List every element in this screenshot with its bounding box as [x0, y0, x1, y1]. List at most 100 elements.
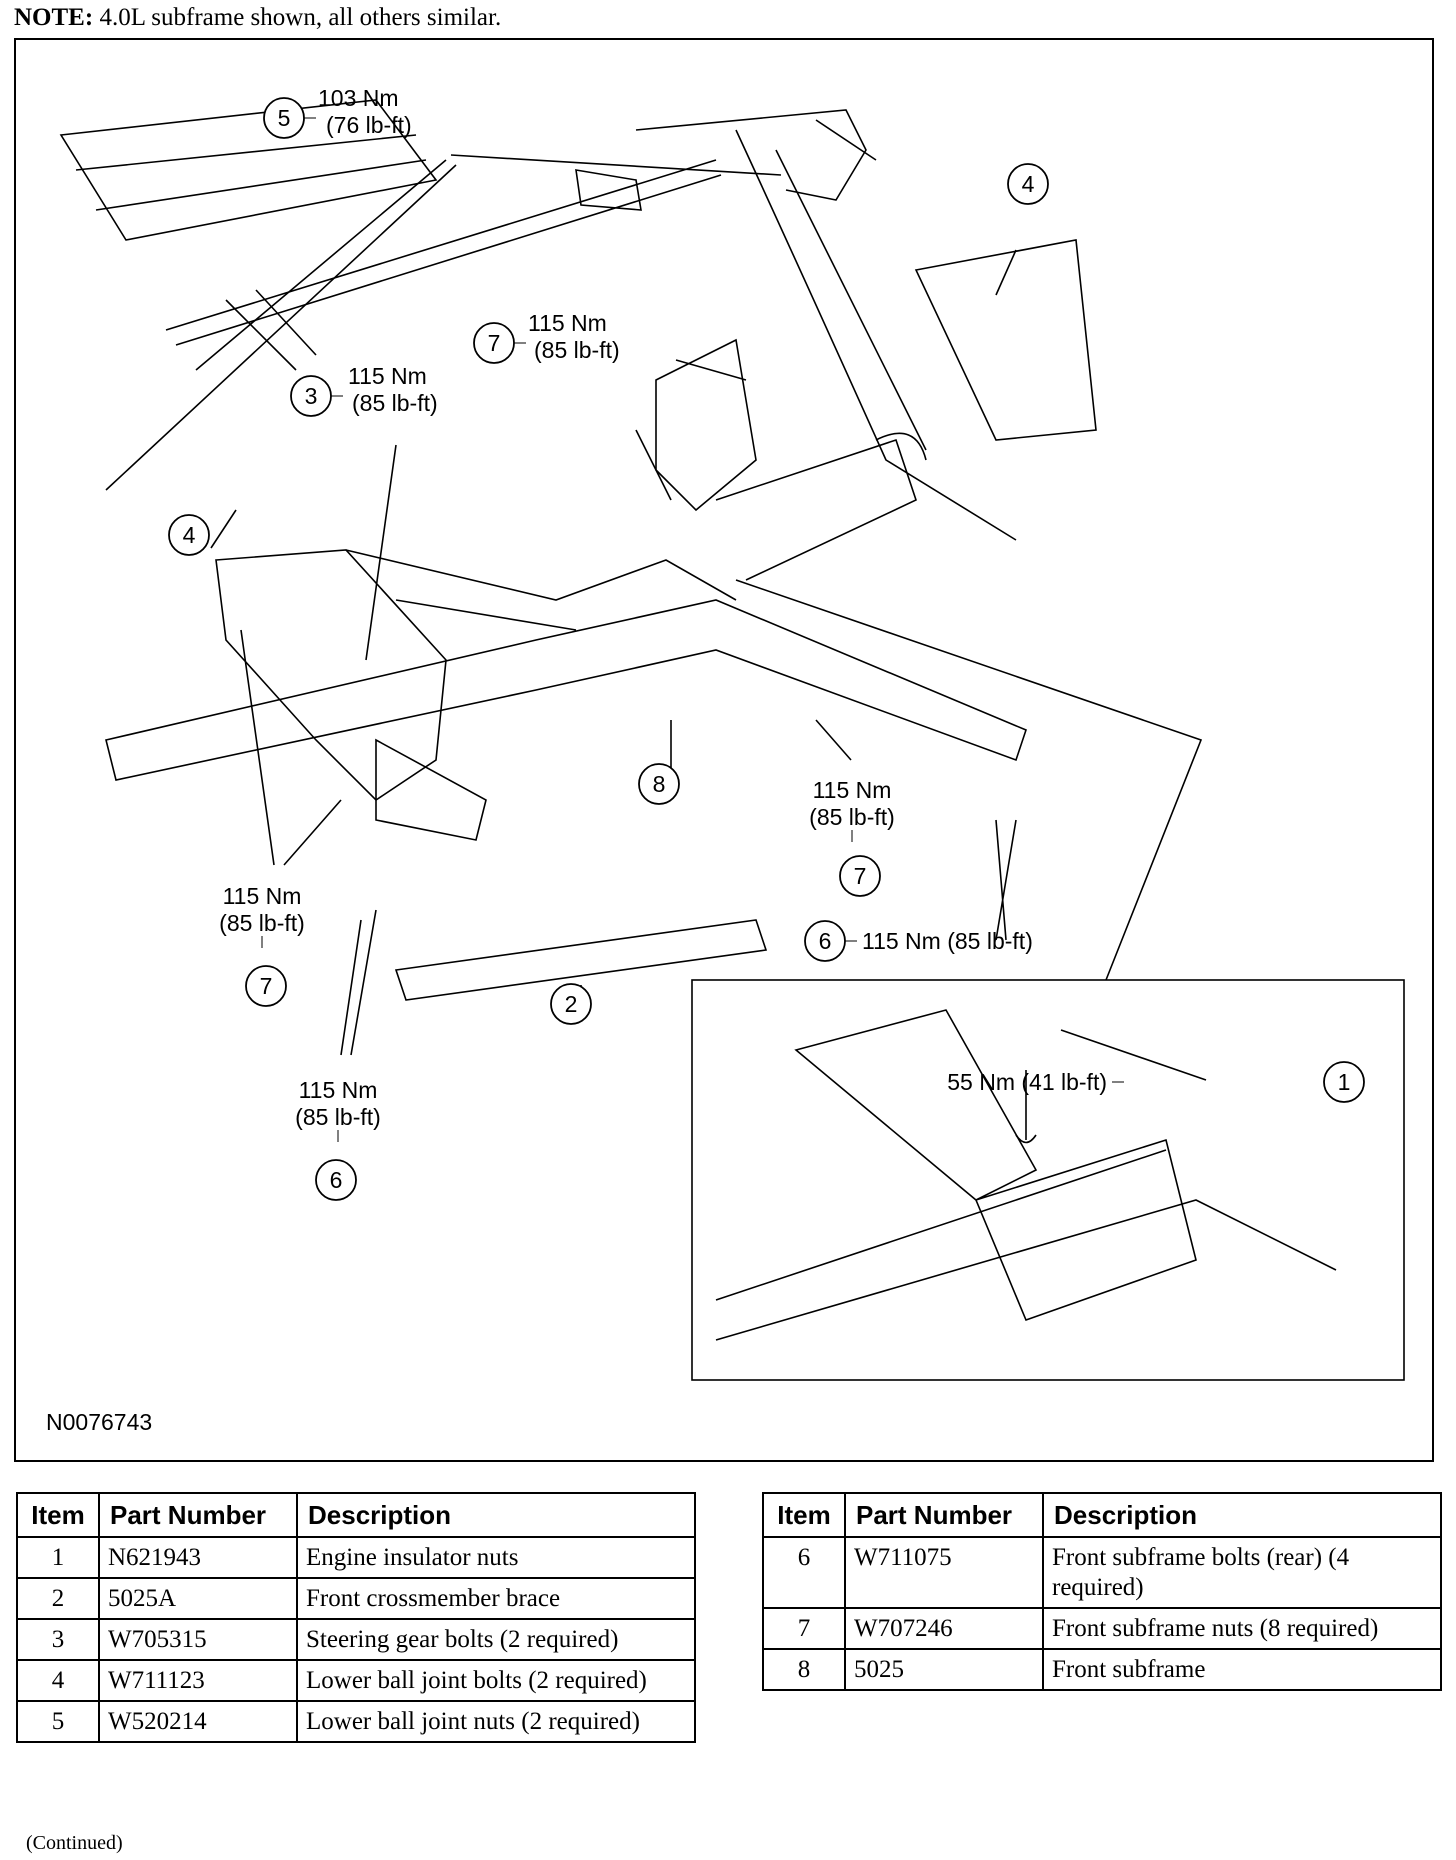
leader-7-left — [240, 629, 342, 866]
table-row: 2 5025A Front crossmember brace — [16, 1577, 696, 1620]
crossmember-brace — [394, 919, 768, 1001]
callout-number: 5 — [278, 105, 291, 131]
table-row: 4 W711123 Lower ball joint bolts (2 requ… — [16, 1659, 696, 1702]
cell-desc: Lower ball joint nuts (2 required) — [296, 1700, 696, 1743]
callout-number: 6 — [819, 928, 832, 954]
leader-inset — [735, 579, 1203, 981]
leader-7-top — [635, 429, 672, 501]
header-item: Item — [762, 1492, 846, 1538]
parts-table-left: Item Part Number Description 1 N621943 E… — [16, 1492, 696, 1743]
cell-item: 2 — [16, 1577, 100, 1620]
lower-control-arm-left — [375, 738, 487, 841]
torque-nm: 115 Nm — [348, 363, 427, 389]
steering-gear — [165, 159, 722, 371]
torque-nm: 115 Nm — [813, 777, 892, 803]
cell-item: 4 — [16, 1659, 100, 1702]
callout-number: 4 — [1022, 171, 1035, 197]
table-row: 8 5025 Front subframe — [762, 1648, 1442, 1691]
knuckle-right — [635, 109, 877, 201]
callout-number: 3 — [305, 383, 318, 409]
header-description: Description — [1042, 1492, 1442, 1538]
note-prefix: NOTE: — [14, 4, 94, 31]
engine-mount-bracket — [655, 338, 757, 512]
header-description: Description — [296, 1492, 696, 1538]
cell-item: 8 — [762, 1648, 846, 1691]
torque-lbft: (85 lb-ft) — [809, 804, 895, 830]
note-text: 4.0L subframe shown, all others similar. — [93, 4, 502, 31]
cell-part: N621943 — [98, 1536, 298, 1579]
callout-7-left: 115 Nm (85 lb-ft) 7 — [219, 883, 305, 1007]
callout-number: 6 — [330, 1167, 343, 1193]
callout-number: 7 — [260, 973, 273, 999]
callout-circle — [315, 1159, 357, 1201]
table-row: 6 W711075 Front subframe bolts (rear) (4… — [762, 1536, 1442, 1609]
diagram-figure: 5 103 Nm (76 lb-ft) 4 7 115 Nm (85 lb-ft… — [14, 38, 1434, 1462]
leader-5 — [105, 154, 782, 491]
leader-4-right — [995, 249, 1017, 296]
continued-label: (Continued) — [26, 1832, 123, 1854]
leader-4-left — [210, 509, 237, 549]
torque-nm: 115 Nm — [223, 883, 302, 909]
cell-part: W711123 — [98, 1659, 298, 1702]
header-part-number: Part Number — [98, 1492, 298, 1538]
torque-nm: 115 Nm — [528, 310, 607, 336]
cell-desc: Steering gear bolts (2 required) — [296, 1618, 696, 1661]
callout-number: 8 — [653, 771, 666, 797]
header-item: Item — [16, 1492, 100, 1538]
callout-circle — [1007, 163, 1049, 205]
callout-4-right: 4 — [1007, 163, 1049, 205]
callout-number: 7 — [488, 330, 501, 356]
callout-circle — [638, 763, 680, 805]
cell-desc: Lower ball joint bolts (2 required) — [296, 1659, 696, 1702]
cell-item: 1 — [16, 1536, 100, 1579]
callout-7-right: 115 Nm (85 lb-ft) 7 — [809, 777, 895, 897]
torque-text: 115 Nm (85 lb-ft) — [862, 928, 1033, 954]
subframe-left-tower — [215, 549, 447, 802]
cell-item: 5 — [16, 1700, 100, 1743]
table-row: 7 W707246 Front subframe nuts (8 require… — [762, 1607, 1442, 1650]
callout-number: 1 — [1338, 1069, 1351, 1095]
cell-item: 7 — [762, 1607, 846, 1650]
torque-lbft: (85 lb-ft) — [352, 390, 438, 416]
line-art — [59, 99, 1405, 1381]
torque-lbft: (85 lb-ft) — [219, 910, 305, 936]
callout-4-left: 4 — [168, 514, 210, 556]
frame-rail-right — [735, 129, 1097, 541]
cell-desc: Front crossmember brace — [296, 1577, 696, 1620]
torque-lbft: (76 lb-ft) — [326, 112, 412, 138]
callout-circle — [839, 855, 881, 897]
table-row: 1 N621943 Engine insulator nuts — [16, 1536, 696, 1579]
torque-lbft: (85 lb-ft) — [295, 1104, 381, 1130]
torque-nm: 103 Nm — [318, 85, 399, 111]
inset-insulator-stud — [1015, 1070, 1037, 1144]
callout-circle — [245, 965, 287, 1007]
table-row: 3 W705315 Steering gear bolts (2 require… — [16, 1618, 696, 1661]
cell-part: 5025 — [844, 1648, 1044, 1691]
cell-part: W520214 — [98, 1700, 298, 1743]
callout-number: 7 — [854, 863, 867, 889]
torque-nm: 115 Nm — [299, 1077, 378, 1103]
cell-desc: Front subframe nuts (8 required) — [1042, 1607, 1442, 1650]
torque-lbft: (85 lb-ft) — [534, 337, 620, 363]
leader-3 — [365, 444, 397, 661]
subframe-crossmember — [105, 599, 1027, 781]
cell-part: W705315 — [98, 1618, 298, 1661]
torque-text: 55 Nm (41 lb-ft) — [947, 1069, 1107, 1095]
cell-part: 5025A — [98, 1577, 298, 1620]
callout-1: 55 Nm (41 lb-ft) 1 — [947, 1061, 1365, 1103]
leader-6-right — [995, 819, 1017, 941]
inset-subframe-detail — [715, 1009, 1337, 1341]
cell-desc: Front subframe — [1042, 1648, 1442, 1691]
callout-5-top: 5 103 Nm (76 lb-ft) — [263, 85, 412, 139]
callout-circle — [168, 514, 210, 556]
figure-id: N0076743 — [46, 1409, 152, 1435]
callout-circle — [1323, 1061, 1365, 1103]
cell-part: W707246 — [844, 1607, 1044, 1650]
cell-part: W711075 — [844, 1536, 1044, 1609]
callout-2: 2 — [550, 983, 592, 1025]
callout-circle — [550, 983, 592, 1025]
lower-control-arm-right — [715, 432, 927, 581]
cell-item: 3 — [16, 1618, 100, 1661]
cell-item: 6 — [762, 1536, 846, 1609]
cell-desc: Front subframe bolts (rear) (4 required) — [1042, 1536, 1442, 1609]
